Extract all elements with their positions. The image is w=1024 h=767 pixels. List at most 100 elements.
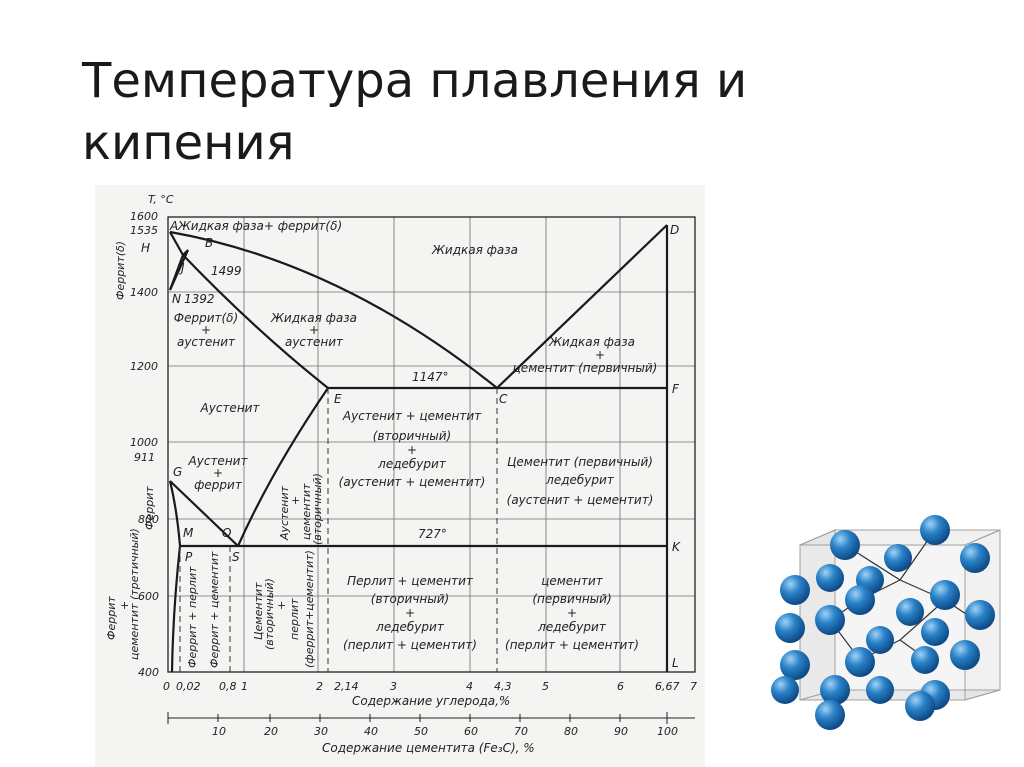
title-line-2: кипения	[82, 115, 295, 171]
cem-tick-80: 80	[564, 725, 578, 738]
phase-lines	[168, 224, 669, 673]
x-tick-4: 4	[466, 680, 473, 693]
region-cem-led-3: (аустенит + цементит)	[507, 493, 654, 507]
y-tick-1400: 1400	[130, 286, 158, 299]
temp-1499: 1499	[211, 264, 242, 278]
region-liquid-aust-3: аустенит	[285, 335, 344, 349]
x-axis-carbon: 0 0,02 0,8 1 2 2,14 3 4,3 4 5 6 6,67 7	[163, 680, 697, 693]
region-liquid: Жидкая фаза	[431, 243, 518, 257]
x-tick-6: 6	[617, 680, 624, 693]
x-tick-3: 3	[390, 680, 397, 693]
region-aust-cem-v-3: цементит	[300, 483, 313, 540]
y-tick-911: 911	[134, 451, 155, 464]
point-h: H	[141, 241, 150, 255]
x-tick-7: 7	[690, 680, 697, 693]
point-n: N	[172, 292, 181, 306]
point-o: O	[222, 526, 231, 540]
x-tick-0-8: 0,8	[219, 680, 237, 693]
label-ferrite: Феррит	[143, 486, 156, 530]
y-tick-600: 600	[138, 590, 159, 603]
y-tick-1600: 1600	[130, 210, 158, 223]
label-ferrite-cem-1: Феррит	[105, 596, 118, 640]
point-p: P	[185, 550, 193, 564]
region-liquid-cem-2: +	[595, 348, 605, 362]
region-cem-perl-2: (вторичный)	[263, 578, 276, 650]
slide-title: Температура плавления и кипения	[82, 50, 842, 174]
dashed-lines	[179, 388, 498, 672]
region-perl-led-2: (вторичный)	[371, 592, 449, 606]
region-ferr-perl-2: Феррит + цементит	[208, 551, 221, 668]
title-line-1: Температура плавления и	[82, 53, 748, 109]
region-perl-led-5: (перлит + цементит)	[343, 638, 477, 652]
x-tick-1: 1	[241, 680, 248, 693]
region-liquid-aust-1: Жидкая фаза	[270, 311, 357, 325]
region-aust-ferrite-2: +	[213, 466, 223, 480]
y-tick-1535: 1535	[130, 224, 158, 237]
region-aust-led-3: +	[407, 443, 417, 457]
point-m: M	[183, 526, 194, 540]
region-cem-prim-2: (первичный)	[532, 592, 611, 606]
point-e: E	[334, 392, 342, 406]
region-liquid-aust-2: +	[309, 323, 319, 337]
region-liquid-ferrite: Жидкая фаза+ феррит(δ)	[177, 219, 342, 233]
region-aust-led-5: (аустенит + цементит)	[339, 475, 486, 489]
y-tick-800: 800	[138, 513, 159, 526]
point-j: J	[179, 261, 185, 275]
x-tick-2: 2	[316, 680, 323, 693]
region-cem-perl-4: перлит	[288, 598, 301, 640]
region-cem-perl-3: +	[275, 601, 288, 610]
point-l: L	[672, 656, 679, 670]
x-tick-6-67: 6,67	[655, 680, 680, 693]
y-tick-1200: 1200	[130, 360, 158, 373]
cem-tick-30: 30	[314, 725, 328, 738]
t-axis-label: T, °C	[148, 193, 174, 206]
point-k: K	[672, 540, 681, 554]
x-tick-2-14: 2,14	[334, 680, 359, 693]
x-label-cementite: Содержание цементита (Fe₃C), %	[322, 741, 535, 755]
cem-tick-70: 70	[514, 725, 528, 738]
diagram-paper	[95, 185, 705, 767]
y-tick-1000: 1000	[130, 436, 158, 449]
point-b: B	[205, 236, 213, 250]
label-ferrite-cem-3: цементит (третичный)	[128, 528, 141, 660]
cem-tick-50: 50	[414, 725, 428, 738]
region-aust-led-1: Аустенит + цементит	[342, 409, 482, 423]
region-perl-led-4: ледебурит	[375, 620, 445, 634]
region-ferrite-aust-1: Феррит(δ)	[174, 311, 238, 325]
region-ferrite-aust-3: аустенит	[177, 335, 236, 349]
point-f: F	[672, 382, 680, 396]
region-aust-cem-v-1: Аустенит	[278, 485, 291, 541]
temp-1147: 1147°	[412, 370, 449, 384]
rotated-region-labels: Аустенит + цементит (вторичный) Феррит +…	[186, 473, 324, 668]
diagram-frame	[167, 216, 696, 673]
region-cem-perl-5: (феррит+цементит)	[303, 550, 316, 668]
grid	[168, 216, 695, 672]
point-labels: A B H J N D E C F G M O P S K L	[141, 219, 681, 670]
point-s: S	[232, 550, 240, 564]
region-perl-led-3: +	[405, 606, 415, 620]
point-d: D	[670, 223, 679, 237]
x-tick-0-02: 0,02	[176, 680, 201, 693]
label-ferrite-delta: Феррит(δ)	[114, 241, 127, 300]
cem-tick-10: 10	[212, 725, 226, 738]
x-label-carbon: Содержание углерода,%	[352, 694, 510, 708]
region-aust-led-2: (вторичный)	[373, 429, 451, 443]
region-liquid-cem-1: Жидкая фаза	[548, 335, 635, 349]
x-tick-0: 0	[163, 680, 170, 693]
region-cem-prim-1: цементит	[541, 574, 604, 588]
region-aust-led-4: ледебурит	[377, 457, 447, 471]
y-tick-400: 400	[138, 666, 159, 679]
region-ferr-perl-1: Феррит + перлит	[186, 566, 199, 668]
cem-tick-20: 20	[264, 725, 278, 738]
region-aust-cem-v-2: +	[289, 496, 302, 505]
cementite-axis-ticks	[167, 712, 668, 724]
region-austenite: Аустенит	[200, 401, 261, 415]
region-cem-led-2: ледебурит	[545, 473, 615, 487]
region-perl-led-1: Перлит + цементит	[347, 574, 474, 588]
label-ferrite-cem-2: +	[118, 601, 131, 610]
region-aust-ferrite-3: феррит	[194, 478, 243, 492]
temp-1392: 1392	[184, 292, 215, 306]
region-labels: Жидкая фаза+ феррит(δ) Жидкая фаза Ферри…	[174, 219, 658, 652]
x-tick-4-3: 4,3	[494, 680, 512, 693]
